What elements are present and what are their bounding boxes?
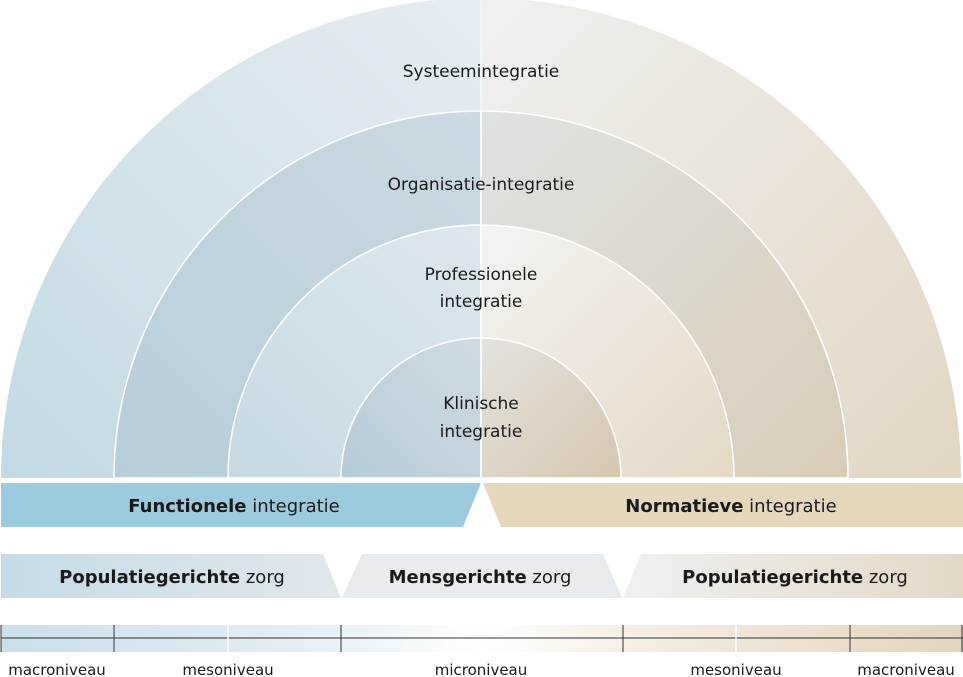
- ring-label-professional-2: integratie: [440, 292, 523, 312]
- level-label-macro-right: macroniveau: [857, 661, 955, 677]
- population-care-left-bar: [1, 554, 341, 598]
- level-label-meso-left: mesoniveau: [182, 661, 273, 677]
- level-label-meso-right: mesoniveau: [690, 661, 781, 677]
- normative-integration-bar: [483, 483, 963, 527]
- normative-integration-label: Normatieve integratie: [625, 496, 836, 517]
- level-label-macro-left: macroniveau: [8, 661, 106, 677]
- person-care-bar: [342, 554, 622, 598]
- ring-label-clinical-1: Klinische: [443, 394, 519, 414]
- functional-integration-label: Functionele integratie: [128, 496, 340, 517]
- population-care-right-bar: [623, 554, 963, 598]
- population-care-left-label: Populatiegerichte zorg: [59, 567, 285, 588]
- ring-label-clinical-2: integratie: [440, 422, 523, 442]
- level-scale: [0, 625, 963, 652]
- ring-clinical: [340, 337, 622, 479]
- level-label-micro: microniveau: [435, 661, 528, 677]
- ring-label-organisation: Organisatie-integratie: [388, 175, 575, 195]
- population-care-right-label: Populatiegerichte zorg: [682, 567, 908, 588]
- ring-label-professional-1: Professionele: [425, 265, 538, 285]
- person-care-label: Mensgerichte zorg: [389, 567, 572, 588]
- functional-integration-bar: [1, 483, 481, 527]
- ring-label-system: Systeemintegratie: [403, 62, 560, 82]
